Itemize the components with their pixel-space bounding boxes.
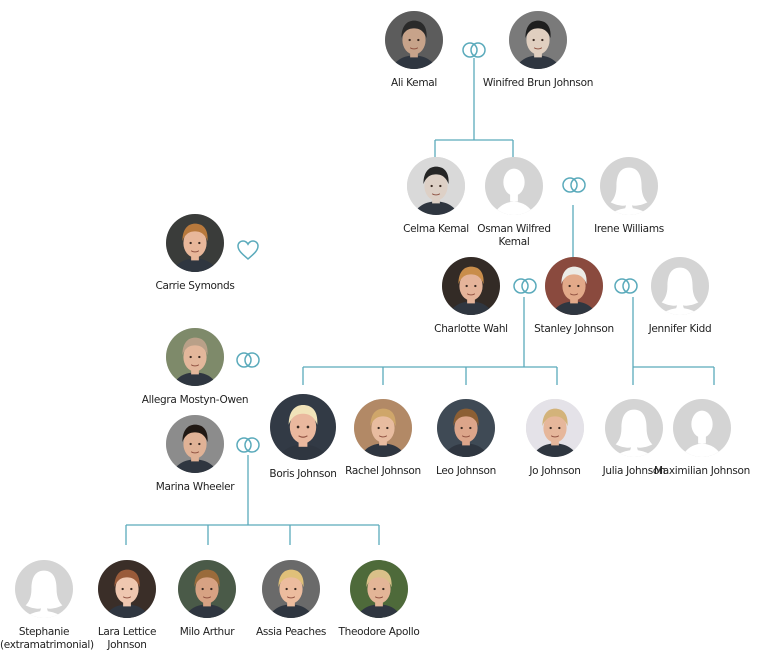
person-theodore-apollo[interactable]: Theodore Apollo <box>314 560 444 639</box>
portrait-photo <box>166 214 224 272</box>
person-assia-peaches[interactable]: Assia Peaches <box>226 560 356 639</box>
person-name: Carrie Symonds <box>155 280 235 292</box>
portrait-photo <box>442 257 500 315</box>
person-name: Maximilian Johnson <box>653 465 750 477</box>
female-placeholder-icon <box>600 157 658 215</box>
female-placeholder-icon <box>15 560 73 618</box>
connector-ali-winifred-children <box>434 58 514 157</box>
portrait-photo <box>270 394 336 460</box>
person-name: Jo Johnson <box>529 465 581 477</box>
person-carrie-symonds[interactable]: Carrie Symonds <box>130 214 260 293</box>
connector-stanley-jennifer-children <box>632 297 715 385</box>
marriage-rings-icon <box>560 176 588 194</box>
person-stephanie[interactable]: Stephanie (extramatrimonial) <box>0 560 94 652</box>
male-placeholder-icon <box>673 399 731 457</box>
person-jo-johnson[interactable]: Jo Johnson <box>490 399 620 478</box>
portrait-photo <box>545 257 603 315</box>
person-irene-williams[interactable]: Irene Williams <box>564 157 694 236</box>
portrait-photo <box>354 399 412 457</box>
person-name: Marina Wheeler <box>155 481 235 493</box>
person-jennifer-kidd[interactable]: Jennifer Kidd <box>615 257 745 336</box>
person-name: Charlotte Wahl <box>434 323 508 335</box>
person-lara-lettice-johnson[interactable]: Lara Lettice Johnson <box>62 560 192 652</box>
portrait-photo <box>262 560 320 618</box>
person-allegra-mostyn-owen[interactable]: Allegra Mostyn-Owen <box>130 328 260 407</box>
person-milo-arthur[interactable]: Milo Arthur <box>142 560 272 639</box>
person-charlotte-wahl[interactable]: Charlotte Wahl <box>406 257 536 336</box>
person-julia-johnson[interactable]: Julia Johnson <box>569 399 699 478</box>
person-winifred-brun-johnson[interactable]: Winifred Brun Johnson <box>473 11 603 90</box>
portrait-photo <box>178 560 236 618</box>
portrait-photo <box>166 328 224 386</box>
person-name: Stanley Johnson <box>534 323 614 335</box>
person-name: Ali Kemal <box>390 77 438 89</box>
person-name: Allegra Mostyn-Owen <box>141 394 249 406</box>
person-boris-johnson[interactable]: Boris Johnson <box>238 394 368 481</box>
person-name: Milo Arthur <box>179 626 235 638</box>
person-name: Osman Wilfred Kemal <box>477 223 551 248</box>
person-name: Rachel Johnson <box>345 465 421 477</box>
portrait-photo <box>509 11 567 69</box>
portrait-photo <box>98 560 156 618</box>
person-osman-wilfred-kemal[interactable]: Osman Wilfred Kemal <box>449 157 579 249</box>
portrait-photo <box>437 399 495 457</box>
marriage-rings-icon <box>460 41 488 59</box>
person-leo-johnson[interactable]: Leo Johnson <box>401 399 531 478</box>
person-marina-wheeler[interactable]: Marina Wheeler <box>130 415 260 494</box>
connector-charlotte-stanley-children <box>302 297 558 385</box>
male-placeholder-icon <box>485 157 543 215</box>
person-name: Theodore Apollo <box>338 626 420 638</box>
marriage-rings-icon <box>234 351 262 369</box>
connector-boris-marina-children <box>125 455 380 545</box>
female-placeholder-icon <box>651 257 709 315</box>
person-name: Boris Johnson <box>269 468 337 480</box>
person-ali-kemal[interactable]: Ali Kemal <box>349 11 479 90</box>
heart-icon <box>236 239 260 261</box>
person-name: Assia Peaches <box>255 626 327 638</box>
portrait-photo <box>526 399 584 457</box>
portrait-photo <box>407 157 465 215</box>
person-name: Winifred Brun Johnson <box>482 77 594 89</box>
person-name: Jennifer Kidd <box>648 323 712 335</box>
person-maximilian-johnson[interactable]: Maximilian Johnson <box>638 399 766 478</box>
person-stanley-johnson[interactable]: Stanley Johnson <box>509 257 639 336</box>
person-name: Lara Lettice Johnson <box>97 626 157 651</box>
person-name: Julia Johnson <box>602 465 666 477</box>
person-name: Celma Kemal <box>403 223 469 235</box>
marriage-rings-icon <box>511 277 539 295</box>
person-name: Leo Johnson <box>436 465 496 477</box>
marriage-rings-icon <box>612 277 640 295</box>
portrait-photo <box>350 560 408 618</box>
person-name: Irene Williams <box>594 223 664 235</box>
portrait-photo <box>385 11 443 69</box>
portrait-photo <box>166 415 224 473</box>
person-celma-kemal[interactable]: Celma Kemal <box>371 157 501 236</box>
person-rachel-johnson[interactable]: Rachel Johnson <box>318 399 448 478</box>
female-placeholder-icon <box>605 399 663 457</box>
marriage-rings-icon <box>234 436 262 454</box>
person-name: Stephanie (extramatrimonial) <box>0 626 94 651</box>
